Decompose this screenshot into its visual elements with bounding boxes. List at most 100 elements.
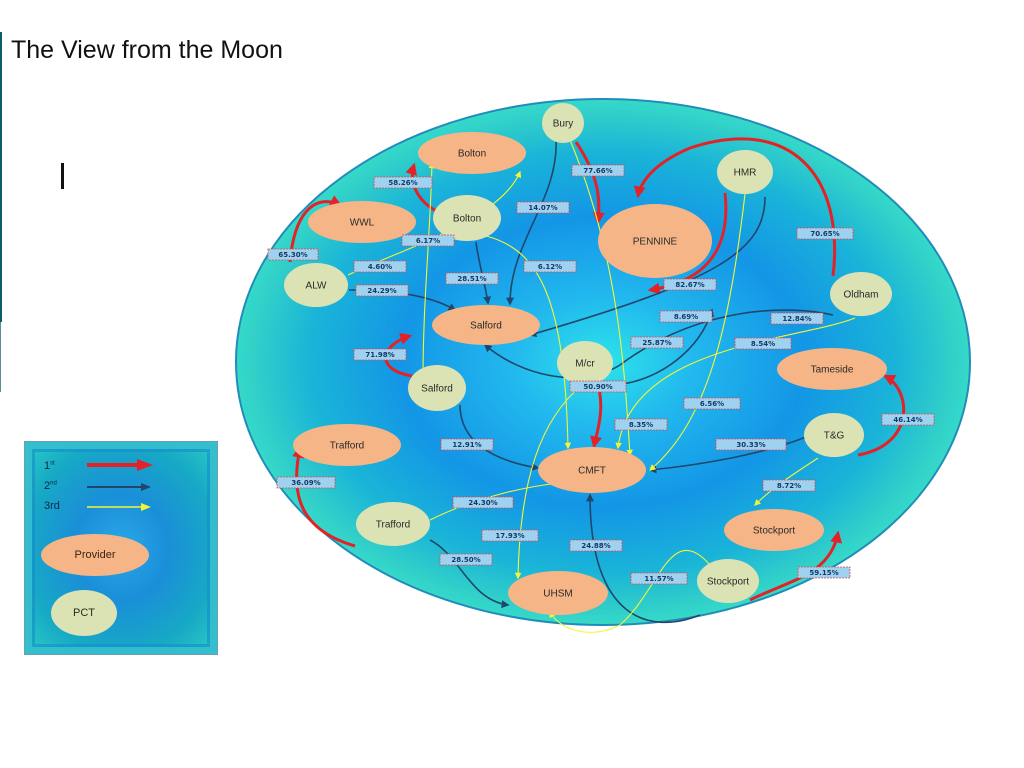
flow-arrow-trafford-pct-to-uhsm-provider-18 [429, 539, 510, 609]
legend-pct-label: PCT [73, 607, 95, 619]
node-mcr-pct: M/cr [557, 341, 613, 385]
legend-pct-swatch: PCT [51, 590, 117, 636]
node-label-pennine-provider: PENNINE [633, 237, 678, 248]
flow-percent-label-7: 46.14% [881, 413, 935, 426]
flow-percent-label-9: 59.15% [797, 566, 851, 579]
flow-percent-label-20: 6.12% [523, 260, 577, 273]
legend-provider-label: Provider [74, 549, 116, 561]
legend-label-second: 2nd [44, 480, 57, 492]
node-uhsm-provider: UHSM [508, 571, 608, 615]
flow-percent-label-3: 82.67% [663, 278, 717, 291]
node-pennine-provider: PENNINE [598, 204, 712, 278]
flow-percent-label-27: 24.30% [452, 496, 514, 509]
text-cursor [61, 163, 64, 189]
flow-arrow-oldham-pct-to-salford-provider-14 [483, 309, 834, 379]
flow-percent-label-4: 70.65% [796, 227, 854, 240]
flow-percent-text-29: 11.57% [644, 575, 673, 583]
flow-percent-text-21: 6.17% [416, 237, 440, 245]
flow-percent-label-23: 8.35% [614, 418, 668, 431]
flow-percent-text-23: 8.35% [629, 421, 653, 429]
flow-arrow-hmr-pct-to-cmft-provider-24 [648, 193, 746, 471]
flow-percent-label-21: 6.17% [401, 234, 455, 247]
flow-arrow-alw-pct-to-wwl-provider-1 [288, 195, 343, 263]
flow-percent-label-13: 8.69% [659, 310, 713, 323]
node-cmft-provider: CMFT [538, 447, 646, 493]
node-stockport-pct: Stockport [697, 559, 759, 603]
flow-percent-label-8: 36.09% [276, 476, 336, 489]
left-accent-rule [0, 32, 2, 322]
flow-percent-text-5: 71.98% [365, 351, 394, 359]
flow-percent-label-6: 50.90% [569, 380, 627, 393]
node-bolton-pct: Bolton [433, 195, 501, 241]
flow-percent-label-11: 28.51% [445, 272, 499, 285]
flow-arrow-mcr-pct-to-uhsm-provider-28 [514, 384, 583, 580]
flow-percent-label-29: 11.57% [630, 572, 688, 585]
node-label-oldham-pct: Oldham [843, 290, 878, 301]
flow-arrow-alw-pct-to-bolton-provider-21 [422, 161, 436, 381]
flow-percent-text-26: 8.72% [777, 482, 801, 490]
node-label-tg-pct: T&G [824, 431, 845, 442]
flow-percent-text-3: 82.67% [675, 281, 704, 289]
node-label-stockport-provider: Stockport [753, 526, 795, 537]
legend-second-arrow-icon [87, 483, 151, 491]
flow-percent-label-19: 24.88% [569, 539, 623, 552]
node-bolton-provider: Bolton [418, 132, 526, 174]
node-label-bolton-provider: Bolton [458, 149, 486, 160]
node-layer: BoltonWWLPENNINESalfordTamesideTraffordC… [284, 103, 892, 615]
flow-percent-label-17: 30.33% [715, 438, 787, 451]
node-label-stockport-pct: Stockport [707, 577, 749, 588]
flow-arrow-trafford-pct-to-trafford-provider-8 [292, 445, 356, 548]
flow-arrow-oldham-pct-to-pennine-provider-4 [633, 137, 836, 277]
flow-percent-text-12: 24.29% [367, 287, 396, 295]
node-label-alw-pct: ALW [306, 281, 327, 292]
flow-percent-text-17: 30.33% [736, 441, 765, 449]
legend-label-third: 3rd [44, 500, 60, 512]
node-salford-provider: Salford [432, 305, 540, 345]
flow-percent-text-20: 6.12% [538, 263, 562, 271]
legend-third-arrow-icon [87, 503, 151, 511]
flow-percent-text-10: 14.07% [528, 204, 557, 212]
flow-percent-text-7: 46.14% [893, 416, 922, 424]
node-label-salford-pct: Salford [421, 384, 453, 395]
node-label-bury-pct: Bury [553, 119, 574, 130]
flow-percent-text-18: 28.50% [451, 556, 480, 564]
flow-percent-label-2: 77.66% [571, 164, 625, 177]
flow-percent-label-15: 25.87% [630, 336, 684, 349]
flow-percent-text-1: 65.30% [278, 251, 307, 259]
node-label-cmft-provider: CMFT [578, 466, 606, 477]
flow-percent-text-27: 24.30% [468, 499, 497, 507]
flow-percent-label-10: 14.07% [516, 201, 570, 214]
legend-first-arrow-icon [87, 459, 153, 471]
flow-percent-text-0: 58.26% [388, 179, 417, 187]
flow-percent-label-12: 24.29% [355, 284, 409, 297]
flow-percent-text-25: 8.54% [751, 340, 775, 348]
flow-percent-label-26: 8.72% [762, 479, 816, 492]
flow-percent-label-0: 58.26% [373, 176, 433, 189]
left-accent-rule-lower [0, 322, 1, 392]
flow-percent-label-5: 71.98% [353, 348, 407, 361]
node-label-mcr-pct: M/cr [575, 359, 595, 370]
flow-arrow-mcr-pct-to-pennine-provider-15 [615, 308, 714, 386]
flow-percent-text-2: 77.66% [583, 167, 612, 175]
moon-rim [240, 103, 966, 621]
node-hmr-pct: HMR [717, 150, 773, 194]
flow-percent-text-28: 17.93% [495, 532, 524, 540]
flow-percent-text-4: 70.65% [810, 230, 839, 238]
slide-title: The View from the Moon [11, 36, 283, 64]
flow-arrow-tg-pct-to-stockport-provider-26 [754, 457, 819, 506]
flow-percent-text-19: 24.88% [581, 542, 610, 550]
node-label-uhsm-provider: UHSM [543, 589, 572, 600]
label-layer: 58.26% 65.30% 77.66% 82.67% 70.65% 71.98% 50.9… [267, 164, 935, 585]
node-trafford-pct: Trafford [356, 502, 430, 546]
node-oldham-pct: Oldham [830, 272, 892, 316]
flow-arrow-bolton-pct-to-cmft-provider-20 [485, 235, 572, 450]
flow-arrow-bury-pct-to-salford-provider-10 [506, 135, 557, 306]
flow-percent-label-28: 17.93% [481, 529, 539, 542]
node-wwl-provider: WWL [308, 201, 416, 243]
flow-percent-text-24: 6.56% [700, 400, 724, 408]
flow-percent-text-11: 28.51% [457, 275, 486, 283]
flow-arrow-tg-pct-to-cmft-provider-17 [648, 436, 807, 474]
flow-arrow-bolton-pct-to-salford-provider-11 [475, 241, 492, 305]
node-salford-pct: Salford [408, 365, 466, 411]
